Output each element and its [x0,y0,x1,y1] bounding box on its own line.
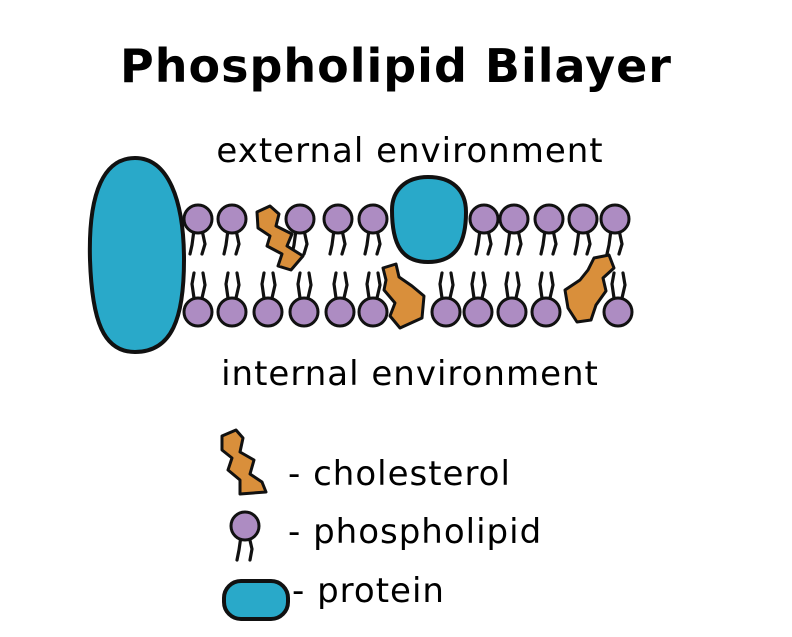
phospholipid-tails-outer [222,228,241,256]
phospholipid-head-inner [496,296,528,328]
phospholipid-tails-inner [470,271,487,300]
phospholipid-tails-inner [504,271,521,300]
legend: - cholesterol - phospholipid - protein [220,428,542,621]
phospholipid-tails-inner [260,271,277,300]
phospholipid-head-outer [216,203,248,235]
phospholipid-legend-head [229,510,261,542]
cholesterol-inner-left [381,262,426,330]
phospholipid-tails-outer [474,228,493,256]
legend-item-cholesterol: - cholesterol [220,428,511,496]
phospholipid-head-inner [252,296,284,328]
phospholipid-tails-inner [190,271,207,300]
legend-label-cholesterol: - cholesterol [288,454,511,494]
phospholipid-tails-outer [504,228,523,256]
phospholipid-tails-outer [539,228,558,256]
phospholipid-tails-inner [224,271,241,300]
phospholipid-tails-outer [328,228,347,256]
protein-legend-icon [222,579,290,621]
peripheral-protein [389,174,469,265]
phospholipid-tails-inner [610,271,627,300]
legend-label-protein: - protein [292,571,445,611]
phospholipid-head-inner [462,296,494,328]
phospholipid-head-outer [357,203,389,235]
phospholipid-head-inner [324,296,356,328]
bilayer-membrane [87,155,634,355]
external-environment-label: external environment [216,131,603,171]
phospholipid-tails-inner [296,271,313,300]
phospholipid-head-outer [599,203,631,235]
legend-item-protein: - protein [222,571,445,621]
internal-environment-label: internal environment [221,354,599,394]
phospholipid-head-inner [530,296,562,328]
legend-item-phospholipid: - phospholipid [229,510,542,562]
phospholipid-head-outer [533,203,565,235]
phospholipid-head-outer [468,203,500,235]
phospholipid-head-inner [357,296,389,328]
phospholipid-head-outer [322,203,354,235]
phospholipid-head-inner [430,296,462,328]
phospholipid-tails-outer [188,228,207,256]
phospholipid-tails-inner [365,271,382,300]
phospholipid-head-outer [498,203,530,235]
cholesterol-inner-right [563,253,616,324]
phospholipid-head-outer [567,203,599,235]
phospholipid-tails-inner [538,271,555,300]
legend-label-phospholipid: - phospholipid [288,512,542,552]
cholesterol-legend-shape [220,428,268,496]
phospholipid-tails-outer [573,228,592,256]
phospholipid-legend-icon [229,510,261,562]
phospholipid-head-inner [216,296,248,328]
phospholipid-head-outer [182,203,214,235]
cholesterol-outer [255,204,305,272]
phospholipid-head-inner [602,296,634,328]
phospholipid-tails-inner [332,271,349,300]
cholesterol-legend-icon [220,428,268,496]
phospholipid-head-inner [182,296,214,328]
transmembrane-protein [87,155,187,355]
phospholipid-tails-inner [438,271,455,300]
protein-legend-shape [222,579,290,621]
phospholipid-head-outer [284,203,316,235]
phospholipid-tails-outer [363,228,382,256]
phospholipid-head-inner [288,296,320,328]
phospholipid-tails-outer [605,228,624,256]
diagram-title: Phospholipid Bilayer [120,39,672,93]
